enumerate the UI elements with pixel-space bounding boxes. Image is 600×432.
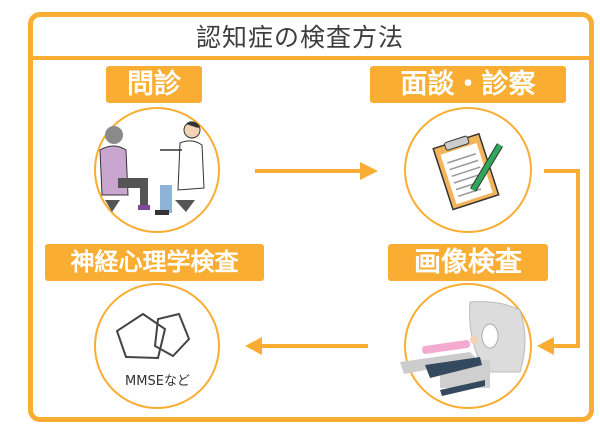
circle-interview [94,107,220,233]
arrow-down-connector [537,169,580,355]
step-label-neuropsych: 神経心理学検査 [45,244,264,281]
clipboard-pen-icon [432,132,500,211]
circle-imaging [404,283,532,409]
neuropsych-caption: MMSEなど [125,374,190,389]
diagram-title: 認知症の検査方法 [195,23,404,52]
ct-scanner-illustration [400,301,526,396]
title-divider [33,56,589,60]
outer-frame [28,12,594,422]
circle-examination [404,107,532,233]
pen-icon [469,143,504,192]
arrow-right [255,162,378,180]
step-label-imaging: 画像検査 [388,244,548,281]
circle-neuropsych [94,283,220,409]
step-label-interview: 問診 [106,66,202,103]
overlapping-pentagons-icon [115,312,191,360]
consultation-illustration [99,121,205,215]
step-label-examination: 面談・診察 [370,66,566,103]
arrow-left [245,337,368,355]
